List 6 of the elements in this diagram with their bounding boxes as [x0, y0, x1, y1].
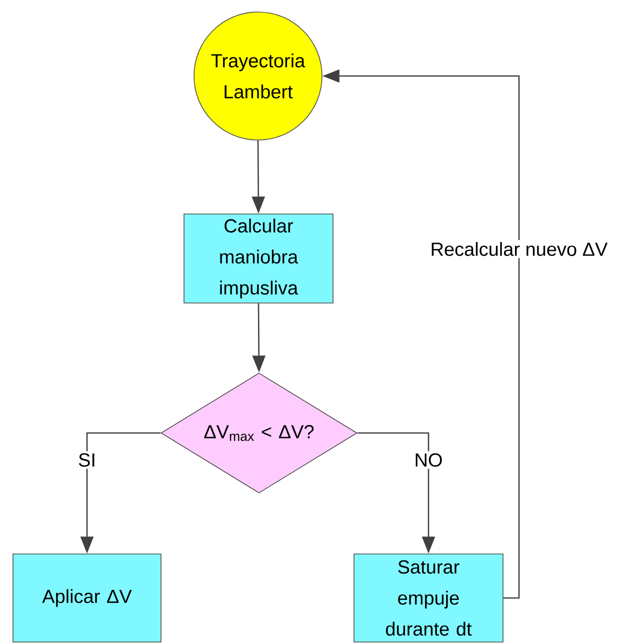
edge-label: Recalcular nuevo ΔV [428, 240, 610, 258]
process-box: Aplicar ΔV [12, 554, 162, 642]
edge-label: SI [76, 451, 98, 469]
edge-label: NO [412, 451, 445, 469]
process-box: Calcular maniobra impusliva [184, 214, 334, 304]
process-box: Saturar empuje durante dt [354, 554, 504, 642]
